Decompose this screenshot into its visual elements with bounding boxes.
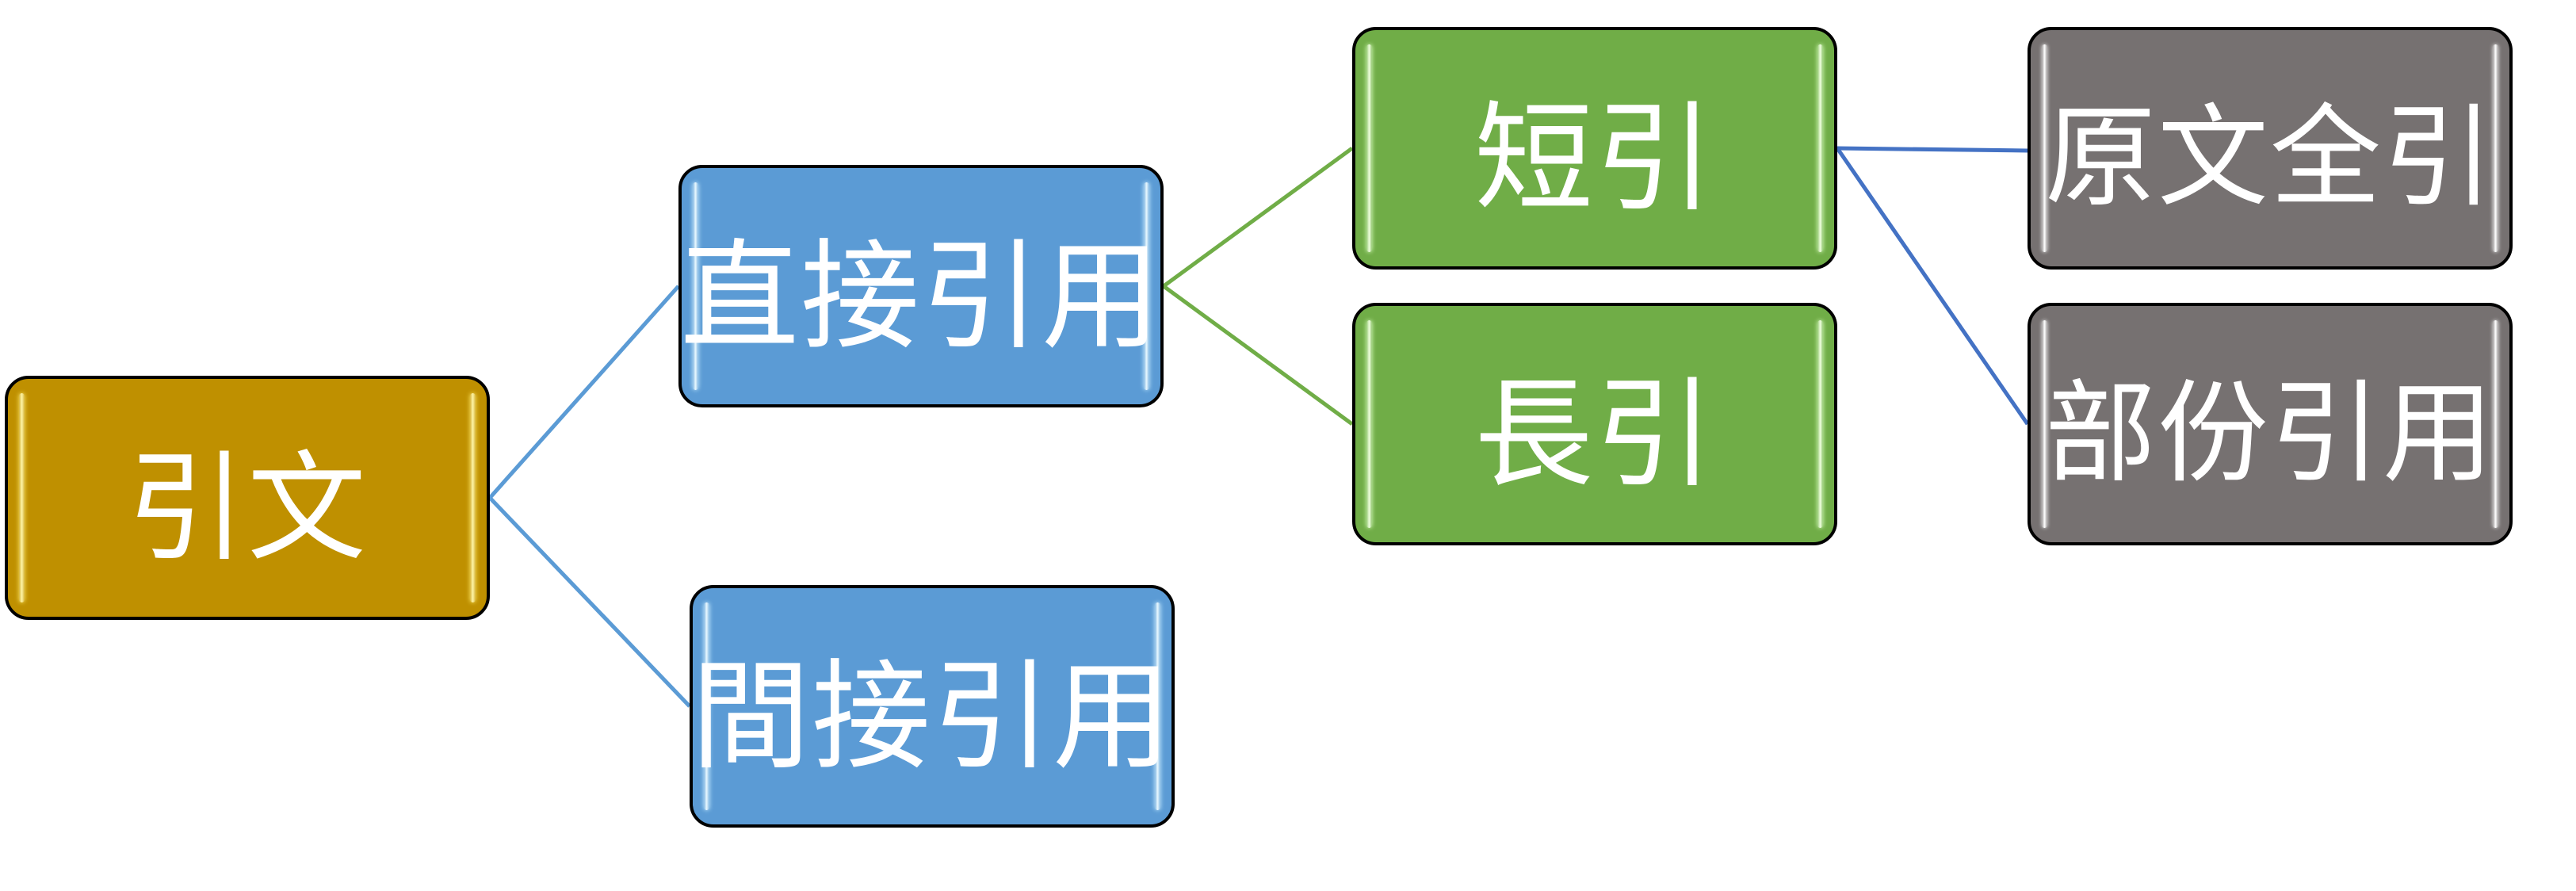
edge-root-direct [488,285,680,499]
node-short-quote-label: 短引 [1473,90,1715,228]
node-indirect-quotation[interactable]: 間接引用 [690,585,1175,828]
edge-short-partial [1835,147,2030,426]
edge-root-indirect [488,496,691,708]
node-direct-quotation[interactable]: 直接引用 [678,165,1164,407]
node-citation[interactable]: 引文 [5,376,490,620]
node-short-quote[interactable]: 短引 [1352,27,1837,270]
node-full-quote[interactable]: 原文全引 [2028,27,2513,270]
edge-direct-short [1162,146,1354,289]
node-indirect-quotation-label: 間接引用 [691,648,1174,786]
node-direct-quotation-label: 直接引用 [680,228,1163,366]
node-citation-label: 引文 [126,439,368,578]
node-partial-quote[interactable]: 部份引用 [2028,303,2513,545]
node-long-quote-label: 長引 [1473,365,1715,504]
edge-direct-long [1162,284,1354,426]
edge-short-full [1836,146,2028,153]
node-long-quote[interactable]: 長引 [1352,303,1837,545]
node-partial-quote-label: 部份引用 [2044,369,2495,499]
node-full-quote-label: 原文全引 [2044,94,2495,223]
